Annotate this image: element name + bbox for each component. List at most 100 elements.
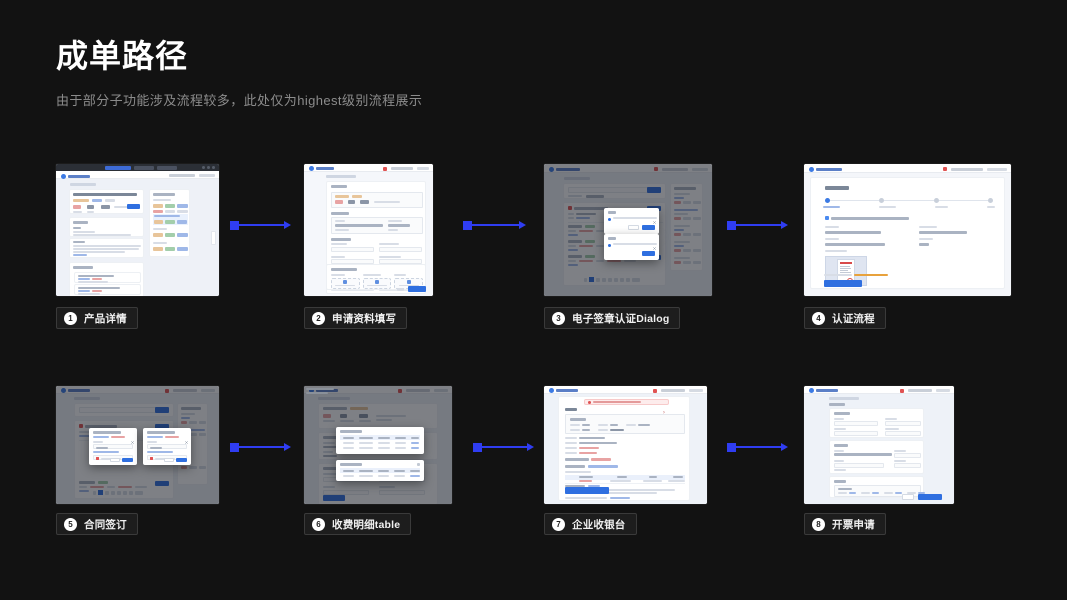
side-toolbar[interactable] <box>211 231 216 245</box>
screenshot-contract-signing[interactable] <box>56 386 219 504</box>
flow-label-6[interactable]: 6 收费明细table <box>304 513 412 535</box>
selected-plan-section <box>331 192 423 208</box>
dialog-confirm-button[interactable] <box>122 457 133 462</box>
esign-confirm-dialog-2[interactable] <box>604 234 659 260</box>
connector-start-dot <box>464 221 471 229</box>
file-icon <box>96 457 99 460</box>
flow-label-4[interactable]: 4 认证流程 <box>804 307 886 329</box>
page-body <box>56 179 219 296</box>
step-label: 合同签订 <box>84 518 127 531</box>
dialog-confirm-button[interactable] <box>642 251 655 256</box>
alert-icon <box>588 400 591 404</box>
upload-dropzone[interactable] <box>362 277 392 289</box>
connector-start-dot <box>728 221 735 229</box>
connector-6-7 <box>474 442 534 452</box>
app-topbar <box>56 171 219 179</box>
upload-section <box>326 264 426 290</box>
order-summary-panel <box>565 414 685 434</box>
notification-icon[interactable] <box>383 166 387 171</box>
dialog-select[interactable] <box>93 444 133 449</box>
connector-line <box>238 446 284 448</box>
primary-action-button[interactable] <box>127 204 140 209</box>
close-icon[interactable] <box>652 237 657 251</box>
notification-icon[interactable] <box>653 388 657 393</box>
cancel-button[interactable] <box>397 287 404 291</box>
invoice-items-panel <box>834 485 925 497</box>
table-row[interactable] <box>565 480 686 484</box>
flow-label-5[interactable]: 5 合同签订 <box>56 513 138 535</box>
connector-arrowhead <box>284 221 291 229</box>
step-dot-3[interactable] <box>933 198 939 203</box>
connector-arrowhead <box>519 221 526 229</box>
table-header <box>340 435 420 440</box>
list-item[interactable] <box>74 272 141 283</box>
dialog-confirm-button[interactable] <box>642 225 655 230</box>
connector-line <box>238 224 284 226</box>
dialog-confirm-button[interactable] <box>176 457 187 462</box>
connector-1-2 <box>231 220 291 230</box>
logo-icon <box>809 388 814 393</box>
step-number-badge: 8 <box>812 517 825 531</box>
close-icon[interactable] <box>130 431 135 449</box>
contract-sign-dialog-1[interactable] <box>89 428 137 465</box>
step-dot-1[interactable] <box>825 198 830 203</box>
screenshot-application-form[interactable] <box>304 164 433 296</box>
submit-button[interactable] <box>918 494 942 500</box>
upload-dropzone[interactable] <box>331 277 360 289</box>
info-icon <box>825 216 829 220</box>
dialog-cancel-button[interactable] <box>628 225 639 230</box>
screenshot-fee-detail-table[interactable] <box>304 386 452 504</box>
submit-button[interactable] <box>408 286 426 292</box>
invoice-section-items <box>829 476 925 498</box>
connector-line <box>471 224 519 226</box>
connector-line <box>735 446 781 448</box>
product-summary-card <box>69 189 144 214</box>
esign-confirm-dialog-1[interactable] <box>604 208 659 234</box>
list-item[interactable] <box>74 284 141 295</box>
flow-label-3[interactable]: 3 电子签章认证Dialog <box>544 307 681 329</box>
screenshot-product-detail[interactable] <box>56 164 219 296</box>
flow-label-2[interactable]: 2 申请资料填写 <box>304 307 408 329</box>
settings-icon[interactable] <box>417 463 420 466</box>
pay-button[interactable] <box>565 487 609 494</box>
notification-icon[interactable] <box>943 167 947 171</box>
flow-label-7[interactable]: 7 企业收银台 <box>544 513 637 535</box>
step-label: 开票申请 <box>832 518 875 531</box>
contract-sign-dialog-2[interactable] <box>143 428 191 465</box>
start-certification-button[interactable] <box>824 280 862 287</box>
close-icon[interactable] <box>184 431 189 449</box>
table-row[interactable] <box>340 474 421 478</box>
screenshot-invoice-application[interactable] <box>804 386 954 504</box>
table-row[interactable] <box>340 446 420 450</box>
screenshot-certification-flow[interactable] <box>804 164 1011 296</box>
table-header <box>340 468 421 473</box>
modal-overlay <box>56 386 219 504</box>
table-row[interactable] <box>340 441 420 445</box>
close-icon[interactable] <box>652 211 657 225</box>
step-label: 认证流程 <box>832 312 875 325</box>
dialog-cancel-button[interactable] <box>164 457 174 462</box>
certification-card <box>810 177 1005 289</box>
screenshot-enterprise-cashier[interactable] <box>544 386 707 504</box>
dialog-select[interactable] <box>147 444 187 449</box>
step-number-badge: 5 <box>64 517 77 531</box>
flow-label-8[interactable]: 8 开票申请 <box>804 513 886 535</box>
payment-alert-banner <box>584 399 669 414</box>
connector-line <box>481 446 527 448</box>
fee-detail-table-panel-2[interactable] <box>336 460 424 481</box>
page-body <box>304 172 433 296</box>
step-indicator <box>825 198 993 203</box>
fee-detail-table-panel-1[interactable] <box>336 427 424 454</box>
connector-2-3 <box>464 220 526 230</box>
step-number-badge: 3 <box>552 311 565 325</box>
close-icon[interactable] <box>662 401 666 414</box>
flow-label-1[interactable]: 1 产品详情 <box>56 307 138 329</box>
notification-icon[interactable] <box>900 388 904 393</box>
screenshot-esign-dialog[interactable] <box>544 164 712 296</box>
step-dot-4[interactable] <box>987 198 993 203</box>
step-dot-2[interactable] <box>879 198 885 203</box>
invoice-section-address <box>829 440 924 474</box>
cancel-button[interactable] <box>902 494 914 500</box>
dialog-cancel-button[interactable] <box>110 457 120 462</box>
